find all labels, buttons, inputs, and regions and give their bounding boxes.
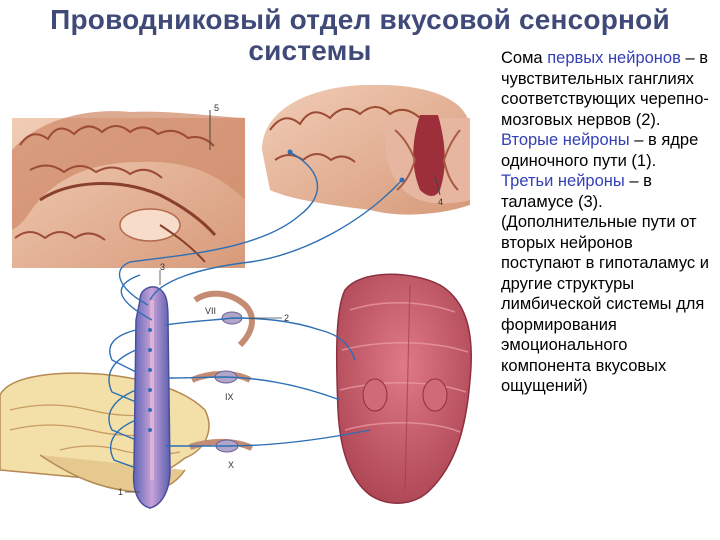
label-x: X xyxy=(228,460,234,470)
label-4: 4 xyxy=(438,197,443,207)
slide-title: Проводниковый отдел вкусовой сенсорной с… xyxy=(0,4,720,66)
caption-third-neurons: Третьи нейроны xyxy=(501,172,625,190)
caption-p3-rest: – в таламусе (3). (Дополнительные пути о… xyxy=(501,172,709,395)
tongue xyxy=(335,273,472,504)
label-1: 1 xyxy=(118,487,123,497)
caption-first-neurons: первых нейронов xyxy=(547,49,681,67)
caption-p1-lead: Сома xyxy=(501,49,548,67)
caption-text: Сома первых нейронов – в чувствительных … xyxy=(501,48,716,397)
cerebellum xyxy=(0,372,210,493)
caption-second-neurons: Вторые нейроны xyxy=(501,131,630,149)
label-2: 2 xyxy=(284,313,289,323)
brain-coronal-section xyxy=(262,85,470,215)
brain-sagittal-section xyxy=(12,110,245,268)
label-ix: IX xyxy=(225,392,234,402)
label-3: 3 xyxy=(160,262,165,272)
taste-pathway-illustration: 5 4 xyxy=(0,85,500,540)
nerve-pathways xyxy=(108,151,403,469)
title-line-2: системы xyxy=(248,35,372,66)
leader-lines xyxy=(125,270,282,493)
label-vii: VII xyxy=(205,306,216,316)
title-line-1: Проводниковый отдел вкусовой сенсорной xyxy=(50,4,670,35)
caption-p2-rest: – в ядре одиночного пути (1). xyxy=(501,131,699,170)
label-5: 5 xyxy=(214,103,219,113)
caption-p1-rest: – в чувствительных ганглиях соответствую… xyxy=(501,49,709,129)
nerve-synapse-dots xyxy=(148,149,405,432)
